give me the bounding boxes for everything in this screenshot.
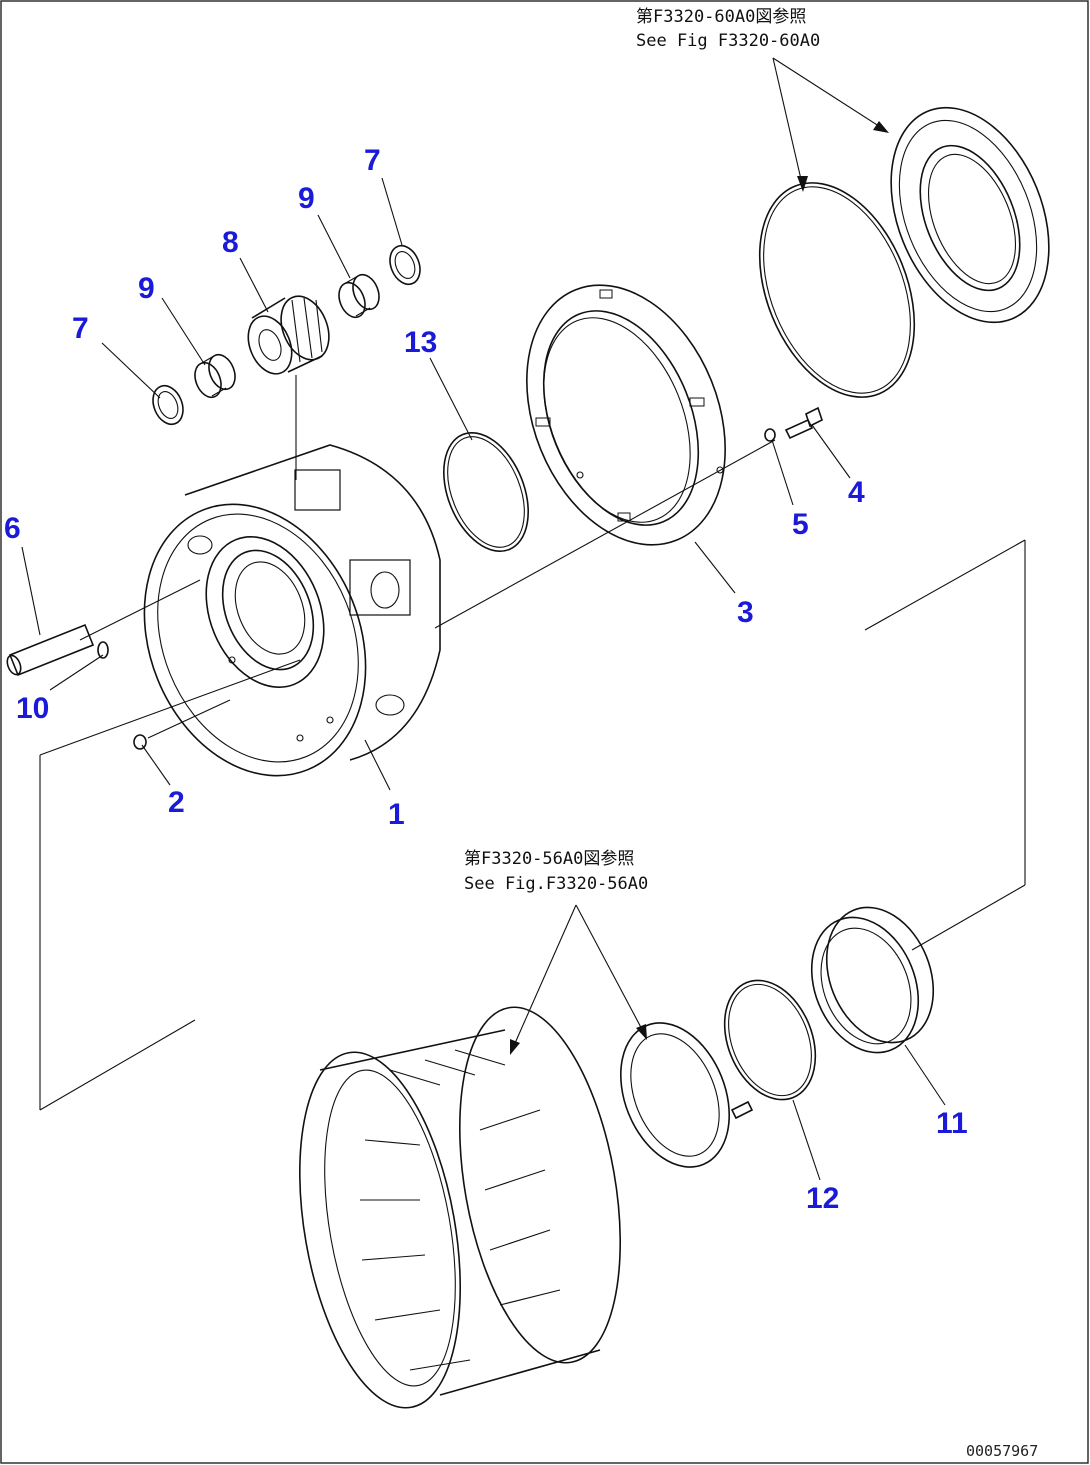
ref-bottom-arrows: [510, 904, 647, 1055]
callout-10: 10: [16, 692, 49, 725]
callout-11: 11: [936, 1107, 968, 1140]
ring-7-left: [152, 384, 184, 426]
ring-7-right: [389, 244, 421, 286]
bearing-cup-11: [810, 906, 935, 1054]
callout-12: 12: [806, 1182, 839, 1215]
bolt-4: [784, 406, 823, 440]
bearing-9-right: [338, 273, 380, 319]
callout-9-left: 9: [138, 272, 155, 305]
drawing-code: 00057967: [966, 1442, 1038, 1460]
callout-leaders: [21, 177, 946, 1181]
callout-6: 6: [4, 512, 21, 545]
ring-plate-3: [526, 284, 726, 546]
gear-8: [247, 295, 330, 375]
callout-2: 2: [168, 786, 185, 819]
ref-top-en: See Fig F3320-60A0: [636, 31, 820, 51]
ring-plate-ref: [619, 1022, 731, 1168]
shaft-6: [6, 623, 95, 677]
ref-top-arrows: [772, 57, 889, 192]
callout-7-left: 7: [72, 312, 89, 345]
callout-5: 5: [792, 508, 809, 541]
o-ring-13: [443, 431, 529, 553]
callout-8: 8: [222, 226, 239, 259]
callout-13: 13: [404, 326, 437, 359]
ref-bottom-en: See Fig.F3320-56A0: [464, 874, 648, 894]
ref-bottom-jp: 第F3320-56A0図参照: [464, 849, 634, 869]
assembly-lines: [39, 375, 1026, 1111]
snap-ring-12: [723, 979, 817, 1101]
pin-ref: [730, 1100, 754, 1120]
pin-10: [97, 641, 109, 659]
washer-5: [764, 428, 776, 442]
bearing-9-left: [194, 353, 236, 399]
ref-top-jp: 第F3320-60A0図参照: [636, 7, 806, 27]
callout-3: 3: [737, 596, 754, 629]
plug-2: [133, 734, 147, 750]
bearing-ref: [890, 106, 1050, 324]
callout-4: 4: [848, 476, 865, 509]
ring-gear-drum-ref: [298, 1006, 622, 1409]
callout-1: 1: [388, 798, 405, 831]
carrier-housing-1: [143, 444, 441, 777]
snap-ring-ref: [758, 182, 916, 398]
callout-9-right: 9: [298, 182, 315, 215]
callout-7-right: 7: [364, 144, 381, 177]
